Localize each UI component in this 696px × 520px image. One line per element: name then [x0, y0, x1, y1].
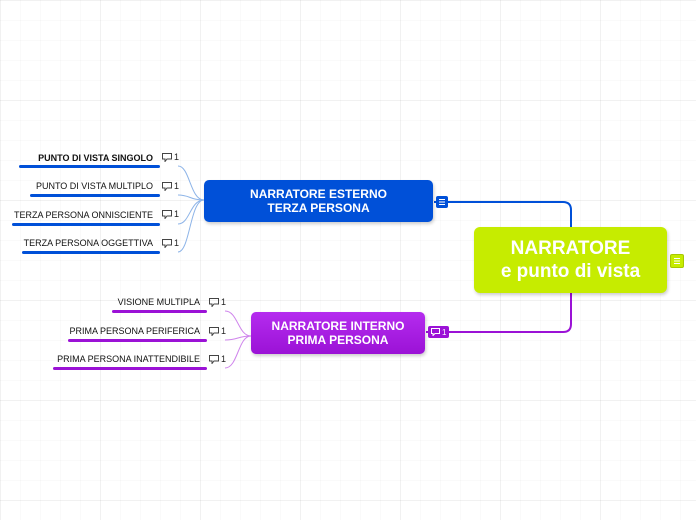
leaf-label: VISIONE MULTIPLA — [117, 297, 200, 307]
leaf-external-2[interactable]: PUNTO DI VISTA MULTIPLO — [36, 181, 153, 194]
connector-central-internal — [426, 293, 572, 333]
leaf-note[interactable]: 1 — [209, 326, 226, 336]
main-topic-external[interactable]: NARRATORE ESTERNO TERZA PERSONA — [204, 180, 433, 222]
connectors-internal-leaves — [224, 310, 252, 369]
leaf-underline — [22, 251, 160, 254]
connectors-external-leaves — [177, 165, 205, 253]
leaf-external-1[interactable]: PUNTO DI VISTA SINGOLO — [38, 153, 153, 166]
central-topic-line1: NARRATORE — [510, 238, 631, 259]
leaf-label: PRIMA PERSONA INATTENDIBILE — [57, 354, 200, 364]
leaf-internal-1[interactable]: VISIONE MULTIPLA — [118, 297, 200, 310]
comment-count: 1 — [174, 238, 180, 248]
leaf-label: PUNTO DI VISTA MULTIPLO — [35, 181, 153, 191]
comment-count: 1 — [221, 354, 227, 364]
comment-count: 1 — [221, 297, 227, 307]
leaf-label: PRIMA PERSONA PERIFERICA — [69, 326, 200, 336]
comment-icon — [162, 209, 172, 219]
comment-icon — [209, 326, 219, 336]
leaf-label: TERZA PERSONA OGGETTIVA — [23, 238, 153, 248]
connector-central-external — [434, 201, 572, 227]
main-topic-internal-line2: PRIMA PERSONA — [287, 333, 389, 347]
leaf-label: PUNTO DI VISTA SINGOLO — [38, 153, 153, 163]
list-icon[interactable] — [670, 254, 684, 268]
leaf-underline — [12, 223, 160, 226]
central-topic[interactable]: NARRATORE e punto di vista — [474, 227, 667, 293]
leaf-underline — [112, 310, 207, 313]
leaf-underline — [53, 367, 207, 370]
comment-count: 1 — [442, 327, 447, 337]
comment-icon — [162, 238, 172, 248]
leaf-note[interactable]: 1 — [162, 181, 179, 191]
leaf-internal-3[interactable]: PRIMA PERSONA INATTENDIBILE — [57, 354, 200, 367]
leaf-note[interactable]: 1 — [162, 152, 179, 162]
main-topic-external-line2: TERZA PERSONA — [267, 201, 370, 215]
main-topic-external-line1: NARRATORE ESTERNO — [250, 187, 387, 201]
comment-icon — [162, 181, 172, 191]
main-topic-internal[interactable]: NARRATORE INTERNO PRIMA PERSONA — [251, 312, 425, 354]
comment-icon — [209, 297, 219, 307]
leaf-external-4[interactable]: TERZA PERSONA OGGETTIVA — [24, 238, 153, 251]
comment-count: 1 — [174, 152, 180, 162]
leaf-note[interactable]: 1 — [162, 238, 179, 248]
leaf-underline — [68, 339, 207, 342]
leaf-internal-2[interactable]: PRIMA PERSONA PERIFERICA — [69, 326, 200, 339]
comment-count: 1 — [174, 209, 180, 219]
list-icon[interactable] — [436, 196, 448, 208]
leaf-note[interactable]: 1 — [209, 297, 226, 307]
leaf-note[interactable]: 1 — [162, 209, 179, 219]
leaf-underline — [30, 194, 160, 197]
comment-count: 1 — [221, 326, 227, 336]
comment-icon[interactable]: 1 — [428, 326, 450, 338]
comment-icon — [162, 152, 172, 162]
leaf-note[interactable]: 1 — [209, 354, 226, 364]
comment-count: 1 — [174, 181, 180, 191]
leaf-external-3[interactable]: TERZA PERSONA ONNISCIENTE — [14, 210, 153, 223]
comment-icon — [209, 354, 219, 364]
central-topic-line2: e punto di vista — [500, 261, 641, 282]
leaf-underline — [19, 165, 160, 168]
main-topic-internal-line1: NARRATORE INTERNO — [271, 319, 405, 333]
leaf-label: TERZA PERSONA ONNISCIENTE — [13, 210, 153, 220]
